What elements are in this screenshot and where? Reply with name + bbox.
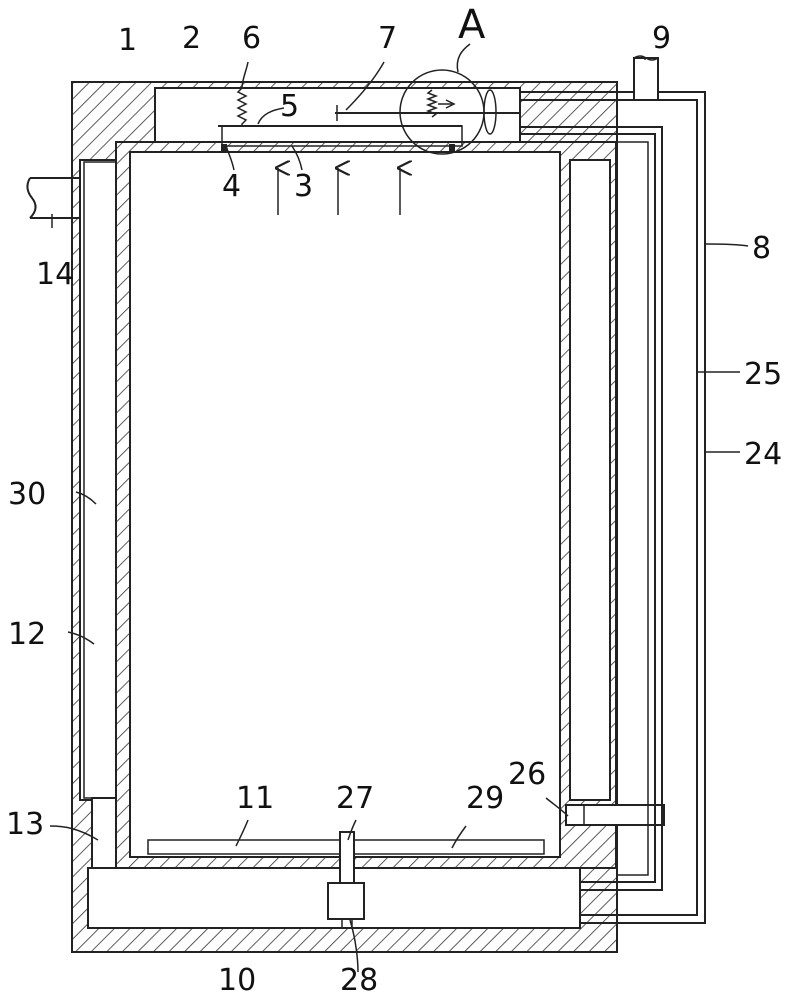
rod-27 [339,831,355,885]
label-detail-a: A [458,2,486,48]
filter-assembly [218,125,463,152]
spring-6 [236,87,248,126]
right-column [569,159,611,801]
inlet-pipe-9 [633,57,659,101]
left-channel [91,797,117,869]
label-11: 11 [236,781,274,816]
label-3: 3 [294,169,313,204]
label-10: 10 [218,963,256,998]
label-9: 9 [652,21,671,56]
label-26: 26 [508,757,546,792]
right-pipes [520,91,706,924]
label-5: 5 [280,89,299,124]
label-24: 24 [744,437,782,472]
leader-lines [49,58,749,973]
label-30: 30 [8,477,46,512]
label-4: 4 [222,169,241,204]
label-8: 8 [752,231,771,266]
label-7: 7 [378,21,397,56]
outlet-pipe-14 [26,177,80,219]
label-14: 14 [36,257,74,292]
label-25: 25 [744,357,782,392]
label-1: 1 [118,23,137,58]
label-12: 12 [8,617,46,652]
label-13: 13 [6,807,44,842]
label-28: 28 [340,963,378,998]
label-29: 29 [466,781,504,816]
detail-circle-a [399,69,485,155]
label-27: 27 [336,781,374,816]
label-6: 6 [242,21,261,56]
connector-26 [565,804,665,826]
label-2: 2 [182,21,201,56]
part-labels: 1 2 6 7 A 9 5 4 3 14 8 25 24 30 12 26 11… [6,2,782,998]
airflow-arrows [278,168,400,215]
block-28 [327,882,365,920]
